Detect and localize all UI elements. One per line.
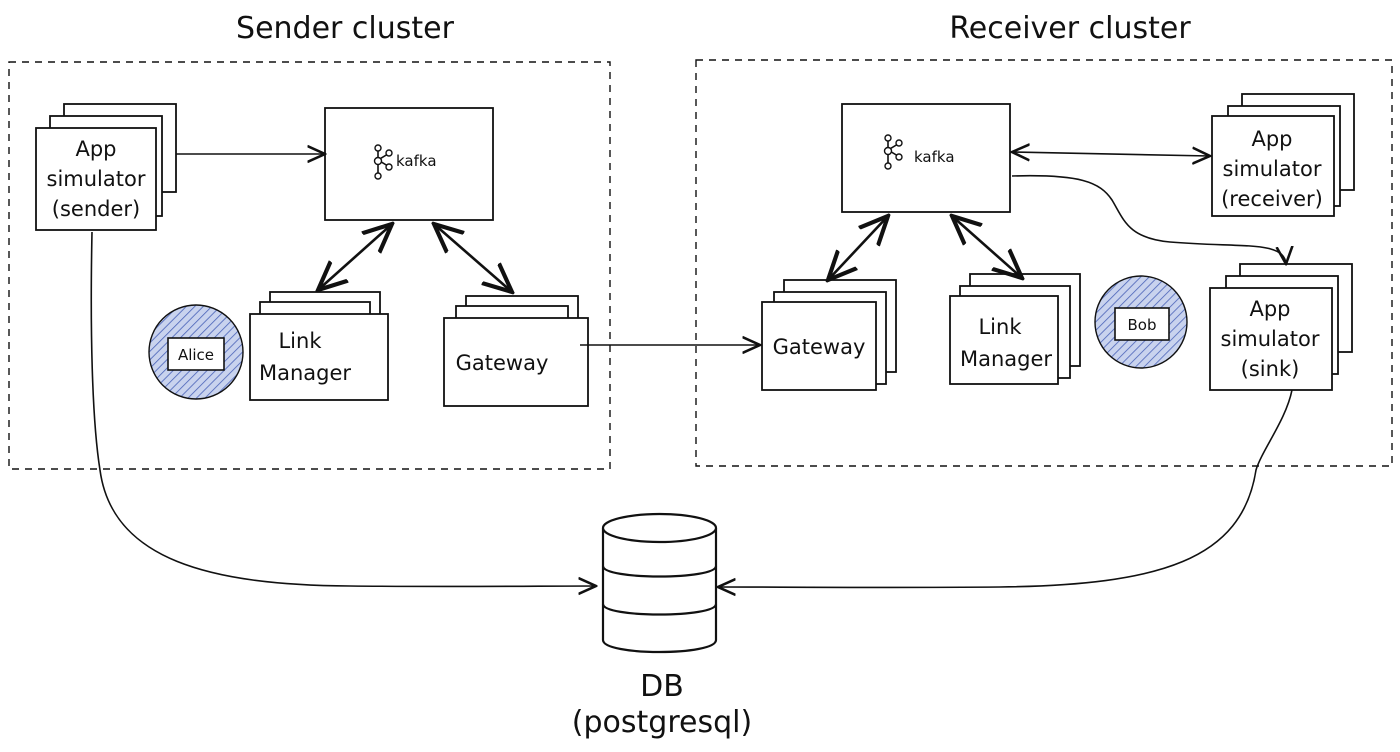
kafka-gateway-arrow <box>434 224 512 292</box>
db-label-line-1: DB <box>640 669 684 704</box>
sink-app-line-2: simulator <box>1221 327 1320 351</box>
sender-cluster-title: Sender cluster <box>236 11 455 46</box>
bob-identity: Bob <box>1094 275 1188 369</box>
sender-app-line-2: simulator <box>47 167 146 191</box>
receiver-kafka-label: kafka <box>914 148 955 166</box>
sender-app-line-3: (sender) <box>52 197 140 221</box>
sender-link-manager: Link Manager <box>249 291 389 401</box>
kafka-logo-icon <box>883 134 903 170</box>
sink-app-line-1: App <box>1249 297 1290 321</box>
receiver-link-manager-line-2: Manager <box>960 347 1052 371</box>
sender-kafka: kafka <box>324 107 494 221</box>
receiver-app-line-2: simulator <box>1223 157 1322 181</box>
database-icon <box>601 512 718 654</box>
kafka-logo-icon <box>373 144 393 180</box>
receiver-cluster-boundary <box>695 59 1393 467</box>
receiver-link-manager-line-1: Link <box>978 315 1022 339</box>
alice-label: Alice <box>178 346 214 364</box>
sender-gateway: Gateway <box>443 295 589 407</box>
db-label-line-2: (postgresql) <box>572 705 752 740</box>
sender-app-to-db-arrow <box>90 231 596 586</box>
alice-identity: Alice <box>148 304 244 400</box>
sender-kafka-label: kafka <box>396 152 437 170</box>
sink-app-line-3: (sink) <box>1241 357 1300 381</box>
kafka-receiver-gateway-arrow <box>828 216 888 280</box>
kafka-link-manager-arrow <box>318 224 392 290</box>
sender-gateway-label: Gateway <box>456 351 549 375</box>
kafka-sink-arrow <box>1011 174 1286 264</box>
receiver-gateway: Gateway <box>761 279 897 391</box>
sender-link-manager-line-1: Link <box>278 329 322 353</box>
sink-app-simulator: App simulator (sink) <box>1209 263 1353 391</box>
receiver-gateway-label: Gateway <box>773 335 866 359</box>
bob-label: Bob <box>1128 316 1157 334</box>
receiver-app-line-3: (receiver) <box>1221 187 1323 211</box>
sender-app-simulator: App simulator (sender) <box>35 103 177 231</box>
receiver-app-simulator: App simulator (receiver) <box>1211 93 1355 217</box>
receiver-link-manager: Link Manager <box>949 273 1081 385</box>
sender-app-line-1: App <box>75 137 116 161</box>
kafka-receiver-link-manager-arrow <box>952 216 1022 278</box>
sender-link-manager-line-2: Manager <box>259 361 351 385</box>
receiver-kafka: kafka <box>841 103 1011 213</box>
kafka-receiver-app-arrow <box>1012 152 1210 156</box>
sender-cluster-boundary <box>8 61 611 470</box>
sink-app-to-db-arrow <box>718 389 1293 587</box>
receiver-app-line-1: App <box>1251 127 1292 151</box>
receiver-cluster-title: Receiver cluster <box>949 11 1191 46</box>
